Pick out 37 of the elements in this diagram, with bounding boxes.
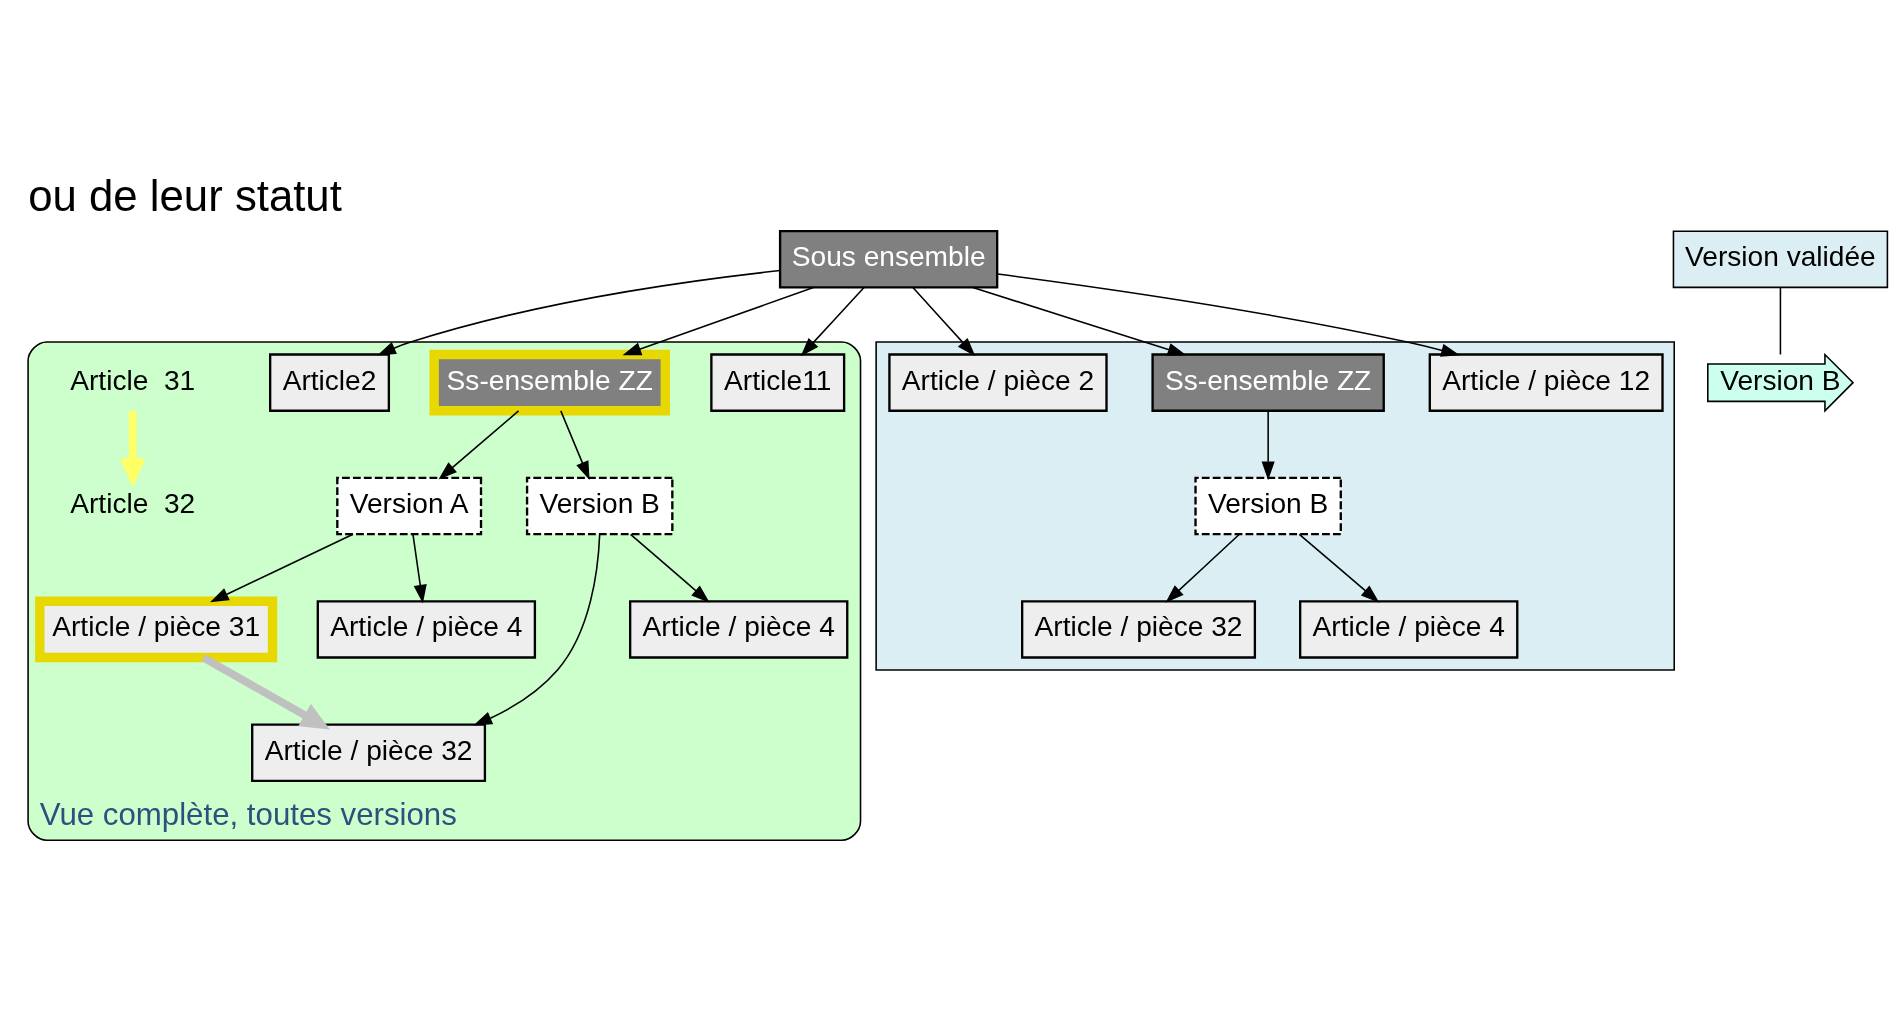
- node-box: Article / pièce 32: [1021, 599, 1257, 659]
- arrow: [1261, 409, 1275, 480]
- arrow: [629, 533, 710, 603]
- arrow: [438, 409, 520, 479]
- node-box: Ss-ensemble ZZ: [1151, 352, 1385, 412]
- diagram-title: ou de leur statut: [28, 170, 342, 220]
- node-box: Article / pièce 2: [888, 352, 1108, 412]
- node-box: Version B: [525, 476, 674, 535]
- arrow: [210, 533, 354, 602]
- node-box: Version A: [336, 476, 483, 535]
- arrow: [560, 409, 590, 480]
- node-box: Article2: [269, 352, 391, 412]
- node-box: Version B: [1194, 476, 1342, 535]
- arrow: [473, 533, 601, 726]
- connector: [1779, 286, 1782, 355]
- arrow: [996, 272, 1460, 357]
- node-box: Article11: [710, 352, 846, 412]
- node-box: Article / pièce 4: [316, 599, 537, 659]
- node-text: Article 31: [70, 364, 196, 396]
- arrow: [201, 653, 331, 729]
- arrow: [377, 269, 781, 355]
- arrow: [1298, 533, 1380, 603]
- node-box: Article / pièce 12: [1428, 352, 1664, 412]
- node-box: Article / pièce 4: [1299, 599, 1519, 659]
- node-box: Article / pièce 32: [251, 723, 487, 782]
- arrow: [412, 533, 427, 604]
- node-box: Version validée: [1672, 229, 1889, 288]
- arrow: [800, 286, 865, 356]
- arrow: [622, 286, 815, 355]
- arrow: [1165, 533, 1241, 603]
- arrow: [972, 286, 1187, 356]
- node-box: Ss-ensemble ZZ: [429, 349, 670, 415]
- arrow: [912, 286, 976, 356]
- node-box: Article / pièce 31: [35, 596, 278, 662]
- node-box: Article / pièce 4: [629, 599, 849, 659]
- node-box: Sous ensemble: [778, 229, 999, 289]
- node-text: Article 32: [70, 487, 196, 519]
